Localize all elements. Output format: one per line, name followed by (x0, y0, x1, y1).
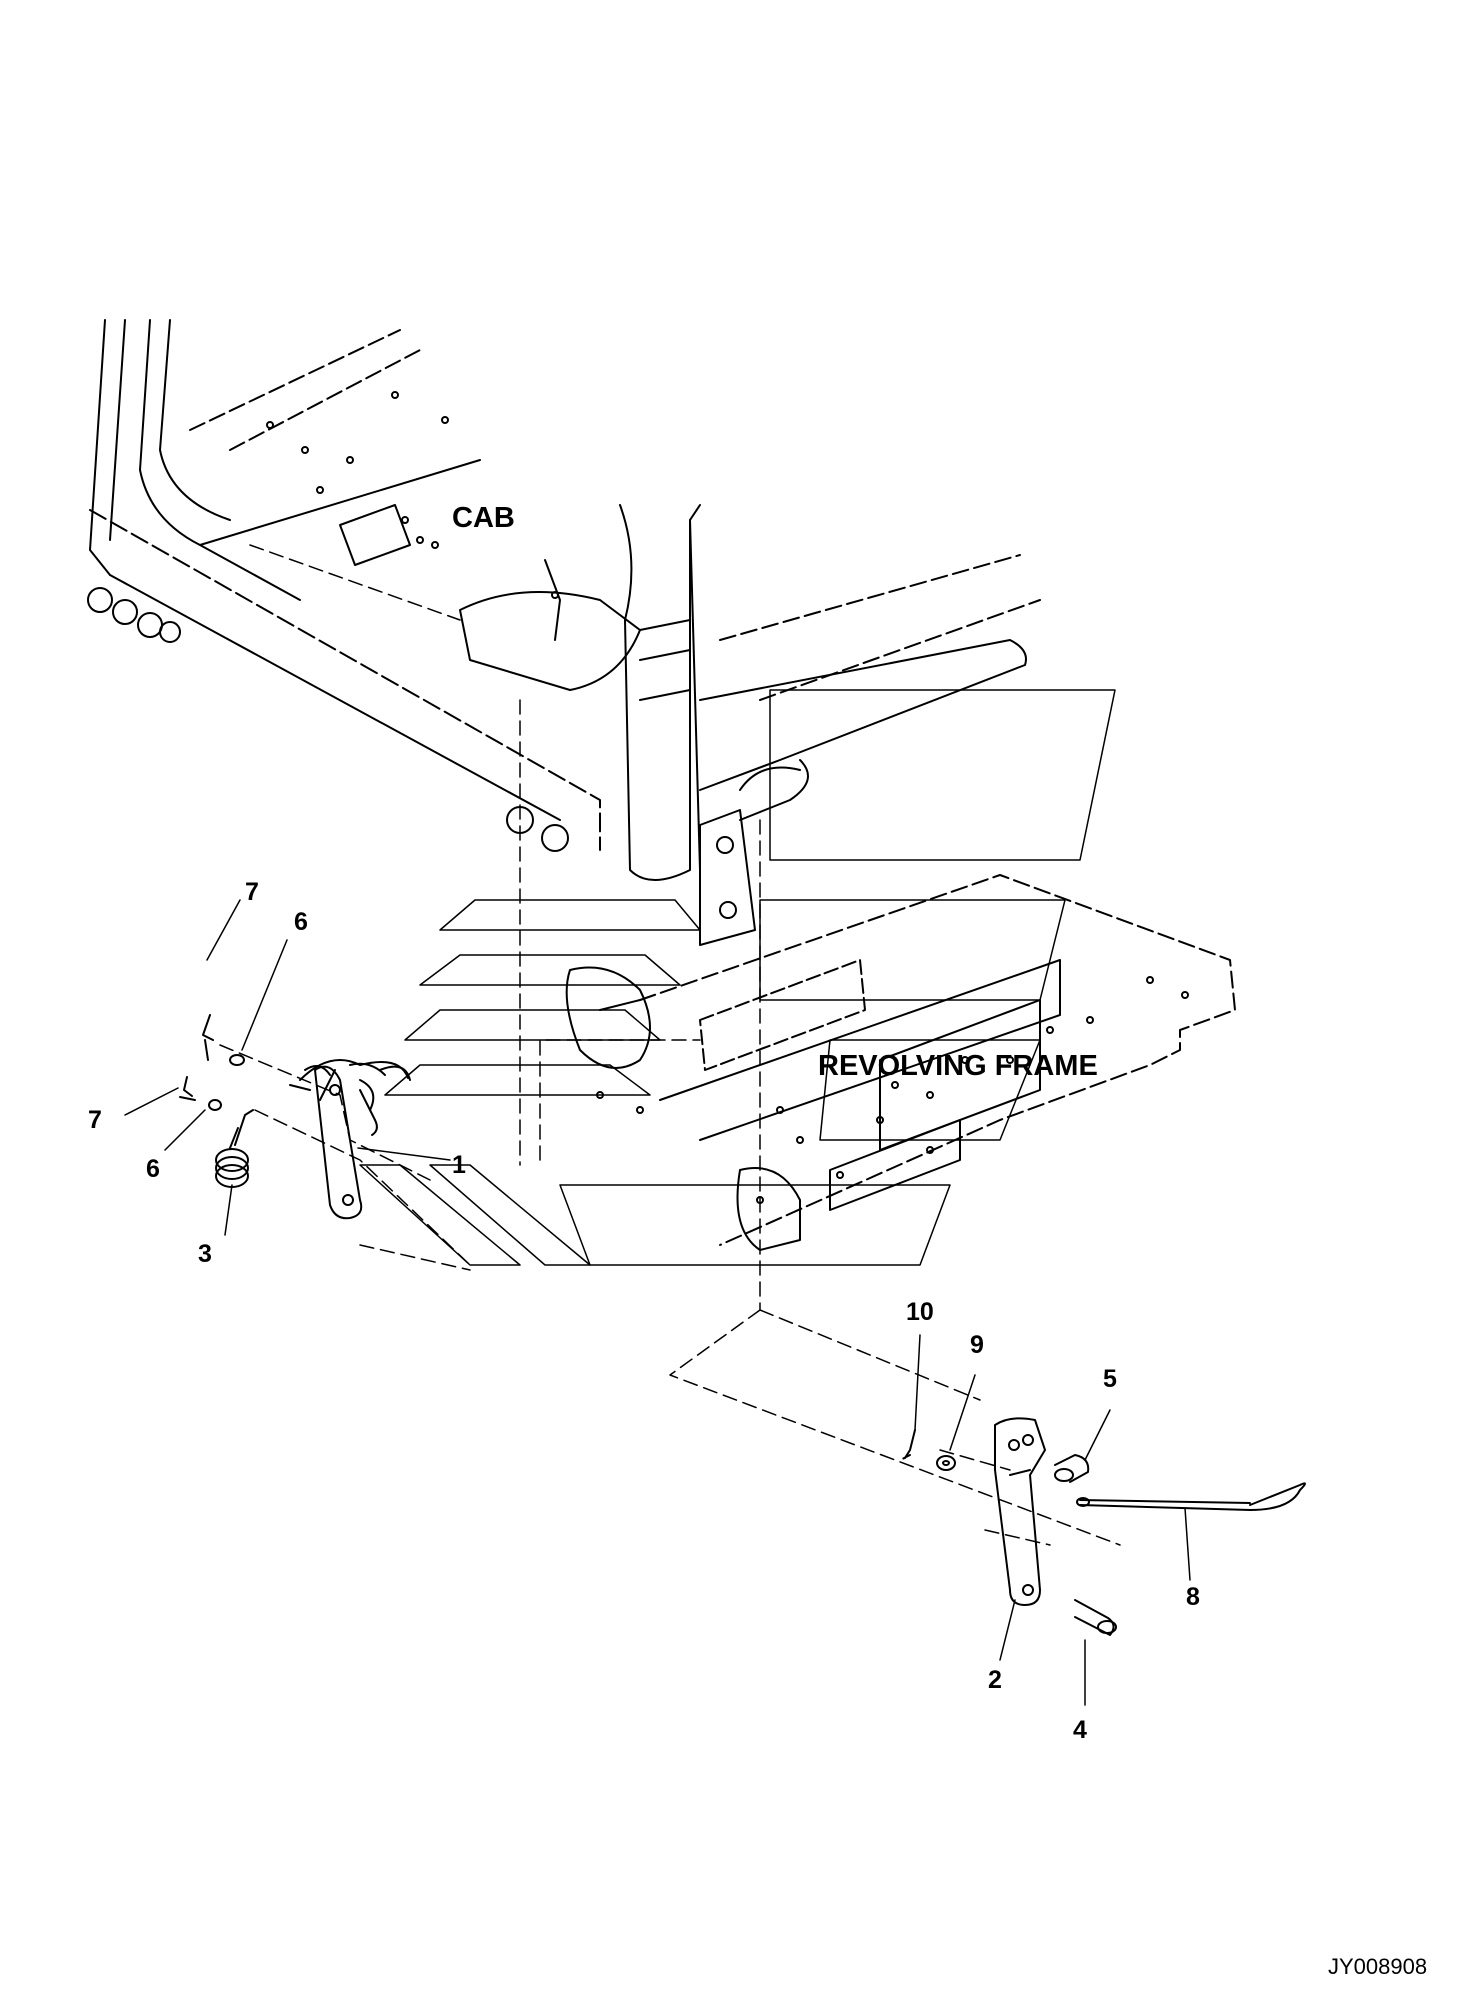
callout-7a: 7 (245, 878, 259, 906)
cab-structure (87, 319, 1041, 881)
guide-lines (219, 544, 1121, 1546)
part-washers-pins-left (179, 1014, 245, 1111)
callout-4: 4 (1073, 1716, 1087, 1744)
cab-label: CAB (452, 502, 515, 534)
figure-code: JY008908 (1328, 1954, 1428, 1979)
callout-3: 3 (198, 1240, 212, 1268)
part-lever-right (994, 1417, 1046, 1606)
callout-10: 10 (906, 1298, 934, 1326)
callout-2: 2 (988, 1666, 1002, 1694)
callout-7b: 7 (88, 1106, 102, 1134)
part-pins-right (902, 1429, 1306, 1636)
mount-bracket (565, 809, 756, 1069)
part-spring (215, 1109, 254, 1188)
callout-6a: 6 (294, 908, 308, 936)
leader-lines (124, 899, 1191, 1706)
callout-8: 8 (1186, 1583, 1200, 1611)
part-lever (289, 1059, 411, 1220)
callout-6b: 6 (146, 1155, 160, 1183)
callout-5: 5 (1103, 1365, 1117, 1393)
revolving-frame-structure (596, 874, 1236, 1251)
callout-9: 9 (970, 1331, 984, 1359)
revolving-frame-label: REVOLVING FRAME (818, 1050, 1098, 1082)
callout-1: 1 (452, 1151, 466, 1179)
